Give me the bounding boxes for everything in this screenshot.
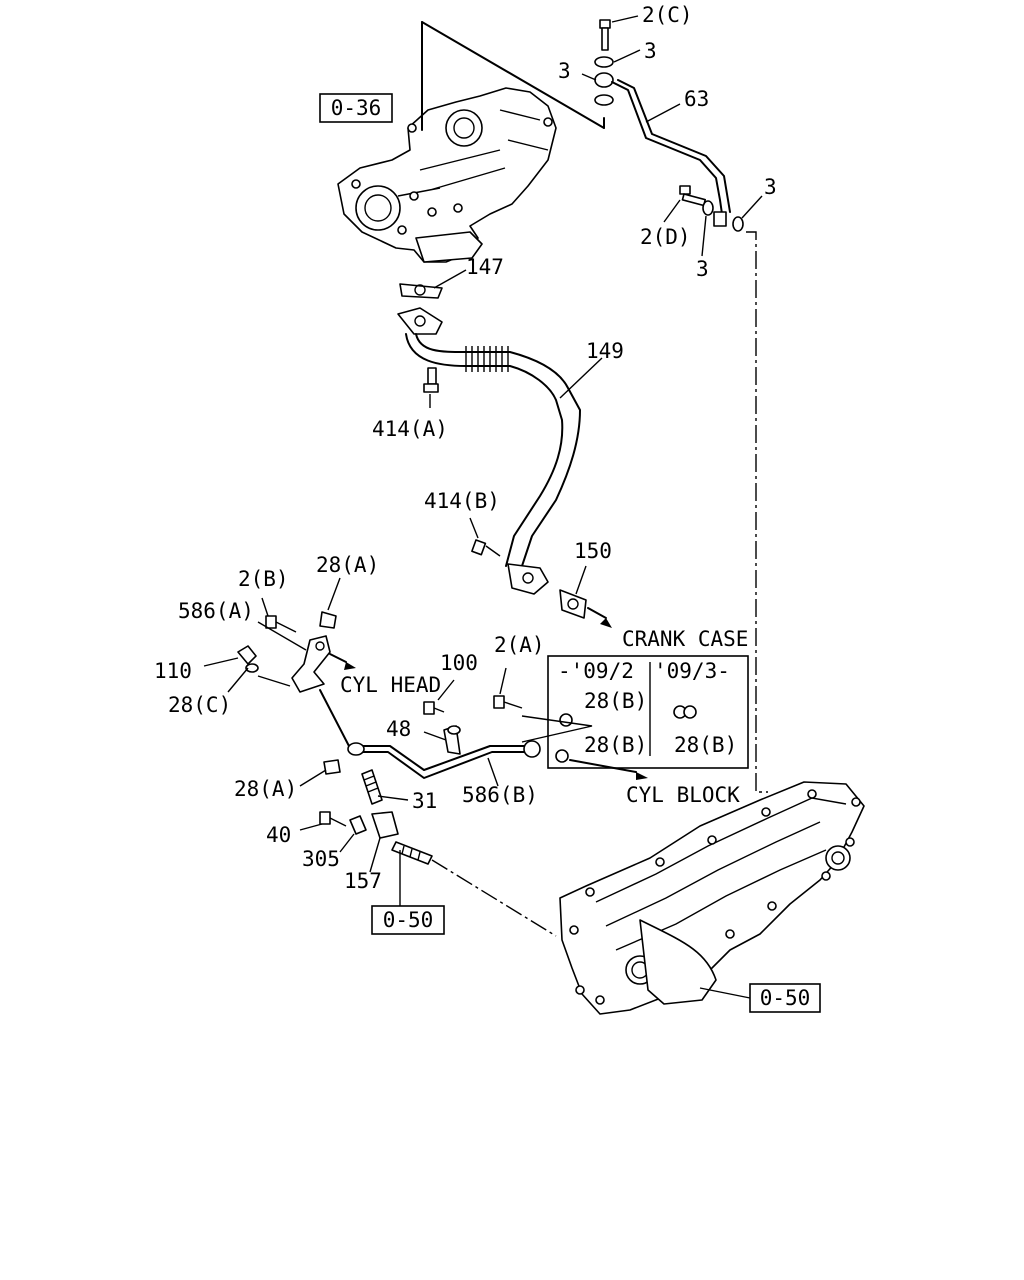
ref-turbo-text: 0-36 xyxy=(331,96,382,120)
bolt-40 xyxy=(319,811,347,827)
label-305: 305 xyxy=(302,847,340,871)
variant-right-header: '09/3- xyxy=(654,659,730,683)
clip-28a-top xyxy=(319,611,337,629)
label-100: 100 xyxy=(440,651,478,675)
label-63: 63 xyxy=(684,87,709,111)
label-31: 31 xyxy=(412,789,437,813)
clip-28a-low xyxy=(323,759,341,775)
label-28a-top: 28(A) xyxy=(316,553,379,577)
bolt-414b xyxy=(471,539,501,557)
washer-305 xyxy=(349,815,367,835)
turbo-connection-line xyxy=(421,21,605,129)
variant-leader xyxy=(521,715,593,743)
label-cyl-head: CYL HEAD xyxy=(340,673,441,697)
variant-left-header: -'09/2 xyxy=(558,659,634,683)
label-3b: 3 xyxy=(558,59,571,83)
ref-leader xyxy=(699,987,751,999)
oil-feed-pipe xyxy=(594,19,744,232)
label-2a: 2(A) xyxy=(494,633,545,657)
oil-return-pipe-149 xyxy=(397,307,581,595)
oil-pipe-586b xyxy=(347,740,541,779)
variant-left-top: 28(B) xyxy=(584,689,647,713)
label-cyl-block: CYL BLOCK xyxy=(626,783,740,807)
arrow-cyl-head xyxy=(329,653,347,663)
arrow-head xyxy=(600,618,612,628)
label-3a: 3 xyxy=(644,39,657,63)
label-157: 157 xyxy=(344,869,382,893)
label-586a: 586(A) xyxy=(178,599,254,623)
pipe-link xyxy=(319,689,351,749)
label-3d: 3 xyxy=(696,257,709,281)
stud-bolt xyxy=(391,841,433,865)
manifold-link-line xyxy=(431,859,557,937)
bolt-100 xyxy=(423,701,445,715)
ref-manifold-text: 0-50 xyxy=(760,986,811,1010)
ref-box-manifold: 0-50 xyxy=(749,983,821,1013)
label-28c: 28(C) xyxy=(168,693,231,717)
arrow-head xyxy=(344,662,356,670)
label-414a: 414(A) xyxy=(372,417,448,441)
label-2b: 2(B) xyxy=(238,567,289,591)
adapter-157 xyxy=(371,811,399,839)
label-147: 147 xyxy=(466,255,504,279)
arrow-crank-case xyxy=(587,607,607,619)
gasket-150 xyxy=(559,589,587,619)
label-40: 40 xyxy=(266,823,291,847)
leader-lines xyxy=(203,15,763,873)
variant-left-bottom: 28(B) xyxy=(584,733,647,757)
manifold xyxy=(559,781,865,1015)
gasket-147 xyxy=(399,283,443,299)
label-28a-low: 28(A) xyxy=(234,777,297,801)
turbocharger xyxy=(337,87,557,263)
arrow-cyl-block xyxy=(569,759,637,773)
label-3c: 3 xyxy=(764,175,777,199)
variant-right: 28(B) xyxy=(674,733,737,757)
arrow-head xyxy=(636,772,648,780)
clip-28c xyxy=(245,663,259,673)
label-149: 149 xyxy=(586,339,624,363)
callout-labels: 2(C) 3 3 63 3 2(D) 3 147 149 414(A) 414(… xyxy=(154,3,777,893)
label-2c: 2(C) xyxy=(642,3,693,27)
label-414b: 414(B) xyxy=(424,489,500,513)
ref-box-block-left: 0-50 xyxy=(371,905,445,935)
label-crank-case: CRANK CASE xyxy=(622,627,748,651)
bracket-48 xyxy=(443,725,461,755)
cap-110 xyxy=(237,645,257,665)
label-110: 110 xyxy=(154,659,192,683)
bolt-2a xyxy=(493,695,523,709)
ref-block-left-text: 0-50 xyxy=(383,908,434,932)
bolt-2b xyxy=(265,615,297,633)
label-48: 48 xyxy=(386,717,411,741)
label-150: 150 xyxy=(574,539,612,563)
fitting-31 xyxy=(361,769,383,805)
bracket-586a xyxy=(257,635,331,693)
ref-box-turbo: 0-36 xyxy=(319,93,393,123)
manifold-ref-line xyxy=(746,231,768,793)
label-2d: 2(D) xyxy=(640,225,691,249)
label-586b: 586(B) xyxy=(462,783,538,807)
variant-box: -'09/2 '09/3- 28(B) 28(B) 28(B) xyxy=(547,655,749,769)
